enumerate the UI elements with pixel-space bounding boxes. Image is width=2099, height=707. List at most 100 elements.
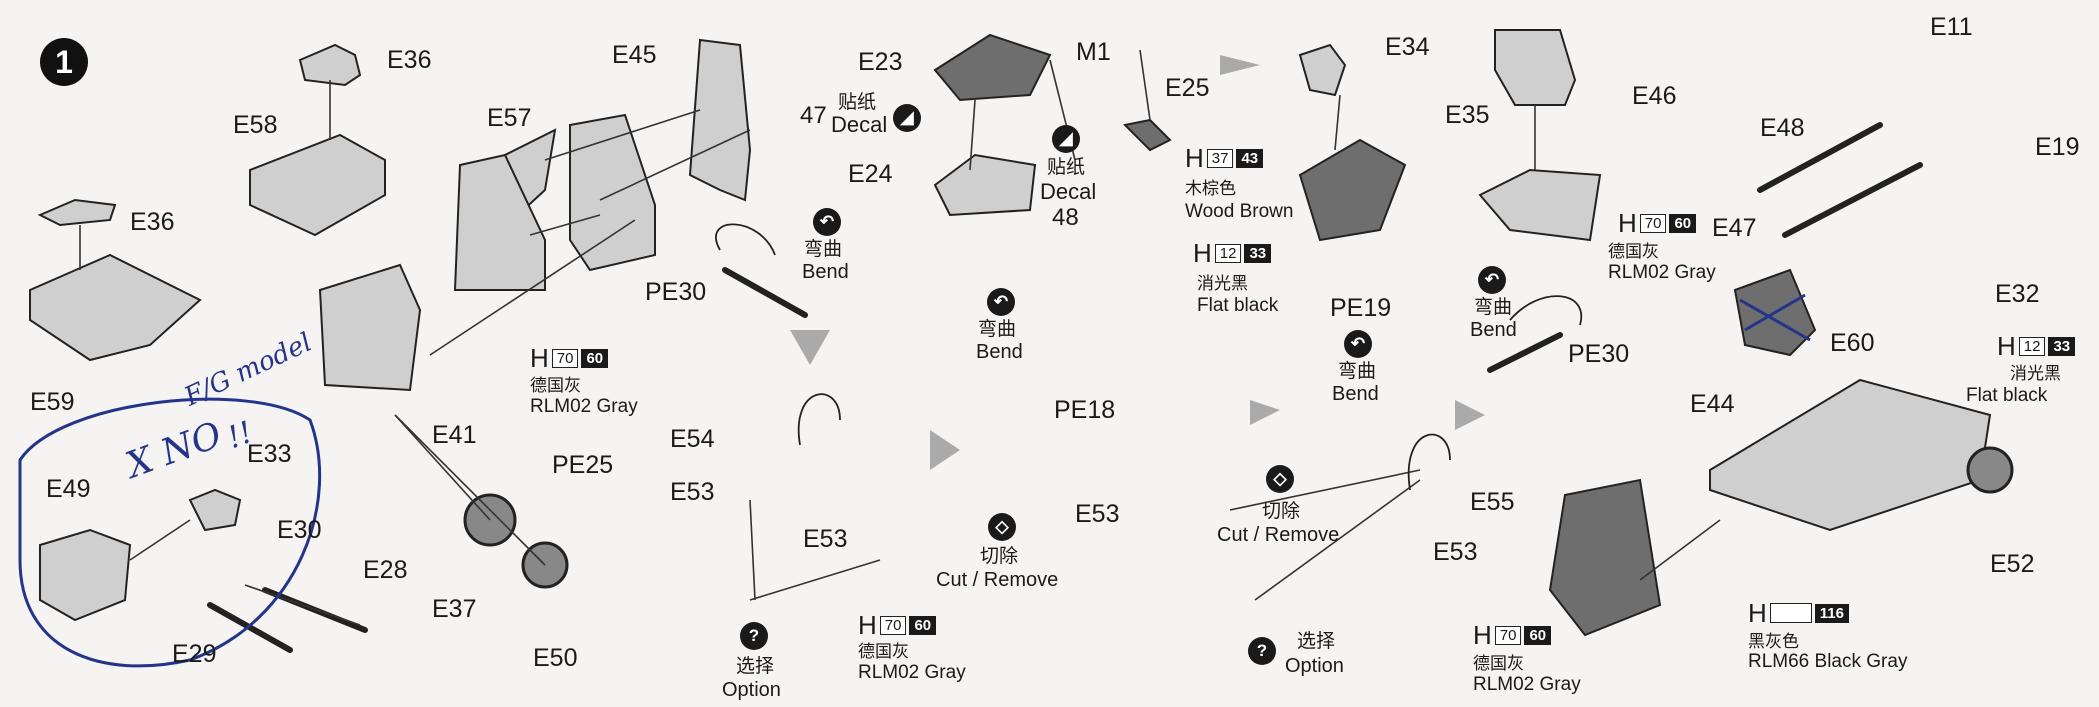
cut-1-en: Cut / Remove — [936, 569, 1059, 591]
bend-icon: ↶ — [813, 208, 841, 236]
part-label-e41: E41 — [432, 421, 477, 449]
part-label-e36-top: E36 — [387, 46, 432, 74]
part-pe30-strip-a — [722, 267, 808, 318]
part-e49 — [39, 528, 132, 622]
guide-line — [394, 414, 491, 521]
direction-arrow — [1220, 55, 1260, 75]
cut-2-cn: 切除 — [1262, 501, 1301, 522]
part-label-pe25: PE25 — [552, 451, 614, 479]
part-label-e24: E24 — [848, 160, 893, 188]
option-2-cn: 选择 — [1297, 631, 1336, 652]
part-e45-plate — [688, 38, 752, 202]
guide-line — [244, 584, 361, 626]
bend-3-en: Bend — [1332, 383, 1379, 405]
part-label-e19: E19 — [2035, 133, 2080, 161]
cut-1-cn: 切除 — [980, 546, 1019, 567]
part-label-e53-d: E53 — [1433, 538, 1478, 566]
part-label-e34: E34 — [1385, 33, 1430, 61]
part-label-e33: E33 — [247, 440, 292, 468]
pen-circle — [18, 397, 322, 668]
part-label-e53-a: E53 — [670, 478, 715, 506]
decal-47-en: Decal — [831, 112, 888, 137]
part-label-e36-left: E36 — [130, 208, 175, 236]
bend-icon: ↶ — [987, 288, 1015, 316]
option-1-cn: 选择 — [736, 656, 775, 677]
direction-arrow — [930, 430, 960, 470]
option-icon: ? — [1248, 637, 1276, 665]
paint-flat-b-cn: 消光黑 — [2010, 364, 2061, 383]
part-label-e32: E32 — [1995, 280, 2040, 308]
paint-rlm02-b-cn: 德国灰 — [858, 642, 909, 661]
paint-rlm02-d-en: RLM02 Gray — [1473, 674, 1581, 695]
part-label-e53-b: E53 — [803, 525, 848, 553]
part-e23-panel — [933, 33, 1052, 102]
part-label-e60: E60 — [1830, 329, 1875, 357]
decal-47-cn: 贴纸 — [838, 92, 877, 113]
part-label-e54: E54 — [670, 425, 715, 453]
guide-line — [1229, 469, 1421, 511]
part-label-e57: E57 — [487, 104, 532, 132]
option-1-en: Option — [722, 679, 781, 701]
part-e33 — [188, 488, 242, 532]
decal-48-num: 48 — [1052, 204, 1079, 231]
option-icon: ? — [740, 622, 768, 650]
decal-icon: ◢ — [893, 104, 921, 132]
part-label-pe18: PE18 — [1054, 396, 1116, 424]
cut-icon: ◇ — [1266, 465, 1294, 493]
part-label-e35: E35 — [1445, 101, 1490, 129]
pen-cross — [1739, 298, 1811, 342]
part-pe30-strip-b — [1487, 332, 1563, 373]
cut-icon: ◇ — [988, 513, 1016, 541]
paint-rlm02-a-cn: 德国灰 — [530, 376, 581, 395]
paint-rlm02-c-cn: 德国灰 — [1608, 242, 1659, 261]
part-label-e48: E48 — [1760, 114, 1805, 142]
paint-flat-a-cn: 消光黑 — [1197, 274, 1248, 293]
part-e58-tray — [249, 133, 386, 237]
pen-cross — [1744, 293, 1806, 332]
part-e59-tray — [29, 253, 202, 362]
guide-line — [544, 109, 701, 161]
cut-2-en: Cut / Remove — [1217, 524, 1340, 546]
paint-rlm02-b-en: RLM02 Gray — [858, 662, 966, 683]
part-e24 — [933, 153, 1037, 217]
paint-rlm02-a-en: RLM02 Gray — [530, 396, 638, 417]
decal-47-num: 47 — [800, 102, 827, 129]
part-label-e53-c: E53 — [1075, 500, 1120, 528]
bend-2-cn: 弯曲 — [978, 319, 1017, 340]
bend-3-cn: 弯曲 — [1338, 361, 1377, 382]
guide-line — [394, 414, 546, 566]
paint-flat-b-en: Flat black — [1966, 385, 2048, 406]
part-label-e29: E29 — [172, 640, 217, 668]
decal-48-cn: 贴纸 — [1047, 157, 1086, 178]
bend-icon: ↶ — [1478, 266, 1506, 294]
decal-48-en: Decal — [1040, 179, 1097, 204]
bend-2-en: Bend — [976, 341, 1023, 363]
bend-icon: ↶ — [1344, 330, 1372, 358]
part-label-e49: E49 — [46, 475, 91, 503]
direction-arrow — [1250, 400, 1280, 425]
decal-icon: ◢ — [1052, 125, 1080, 153]
part-label-e59: E59 — [30, 388, 75, 416]
part-label-e58: E58 — [233, 111, 278, 139]
part-e48-barrel — [1757, 122, 1883, 193]
part-label-pe30-b: PE30 — [1568, 340, 1630, 368]
part-label-e45: E45 — [612, 41, 657, 69]
guide-line — [1639, 519, 1721, 581]
part-label-e50: E50 — [533, 644, 578, 672]
guide-line — [599, 129, 751, 201]
part-label-e11: E11 — [1930, 13, 1973, 41]
part-e46-base — [1478, 168, 1602, 242]
part-label-e25: E25 — [1165, 74, 1210, 102]
guide-line — [1254, 479, 1421, 601]
part-e36-top — [298, 43, 362, 87]
guide-line — [129, 519, 191, 561]
part-label-e28: E28 — [363, 556, 408, 584]
